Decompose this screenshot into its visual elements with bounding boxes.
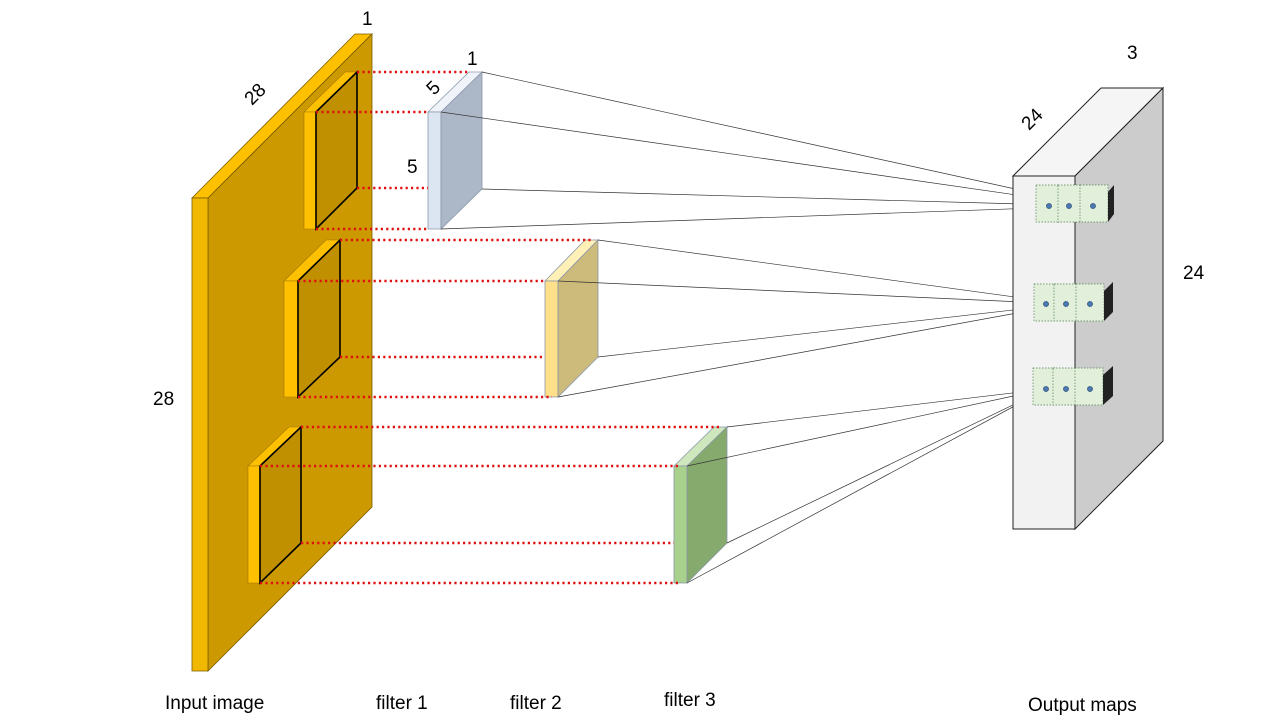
input-side-face bbox=[191, 197, 209, 672]
input-window-2-edge bbox=[283, 280, 299, 398]
input-window-1 bbox=[303, 70, 358, 231]
filter-1-side bbox=[427, 111, 442, 230]
input-window-3-edge bbox=[247, 465, 261, 584]
thin-3a bbox=[726, 388, 1047, 428]
output-cell-row-1 bbox=[1035, 184, 1114, 223]
filter-2-caption: filter 2 bbox=[510, 693, 562, 714]
red-connections bbox=[260, 70, 722, 585]
filter-3-side bbox=[673, 465, 688, 584]
output-maps-caption: Output maps bbox=[1028, 695, 1137, 716]
filter-1-height-label: 5 bbox=[407, 157, 418, 178]
output-dot bbox=[1087, 301, 1093, 307]
input-width-label: 28 bbox=[241, 80, 271, 110]
thin-1b bbox=[440, 111, 1094, 207]
output-dot bbox=[1087, 386, 1093, 392]
thin-2b bbox=[557, 280, 1067, 305]
thin-1a bbox=[481, 71, 1094, 207]
thin-connections bbox=[440, 71, 1094, 584]
filter-2-block bbox=[544, 239, 599, 398]
thin-1d bbox=[440, 205, 1094, 230]
thin-1c bbox=[481, 188, 1094, 207]
filter-1-depth-label: 1 bbox=[467, 49, 478, 70]
input-depth-label: 1 bbox=[362, 9, 373, 30]
filter-1-width-label: 5 bbox=[423, 77, 445, 99]
output-cell-dark-side bbox=[1104, 282, 1113, 321]
output-dot bbox=[1063, 386, 1069, 392]
filter-3-block bbox=[673, 426, 728, 584]
output-dot bbox=[1046, 203, 1052, 209]
input-height-label: 28 bbox=[153, 389, 174, 410]
output-cell-dark-side bbox=[1103, 366, 1113, 405]
output-cell-row-3 bbox=[1032, 366, 1113, 406]
output-cell bbox=[1035, 184, 1061, 223]
output-cells bbox=[1032, 184, 1114, 406]
thin-3d bbox=[686, 388, 1047, 584]
input-image-caption: Input image bbox=[165, 693, 264, 714]
filter-3-caption: filter 3 bbox=[664, 690, 716, 711]
input-window-2 bbox=[283, 238, 341, 399]
output-height-label: 24 bbox=[1183, 263, 1205, 284]
output-dot bbox=[1066, 203, 1072, 209]
output-depth-label: 3 bbox=[1127, 43, 1138, 64]
input-window-1-edge bbox=[303, 111, 317, 230]
filter-2-side bbox=[544, 280, 559, 398]
thin-2c bbox=[597, 303, 1067, 358]
output-cell-row-2 bbox=[1033, 282, 1113, 322]
output-dot bbox=[1090, 203, 1096, 209]
output-dot bbox=[1043, 301, 1049, 307]
output-front-face bbox=[1012, 175, 1076, 530]
output-cell bbox=[1032, 367, 1056, 406]
output-width-label: 24 bbox=[1018, 104, 1048, 134]
filter-1-caption: filter 1 bbox=[376, 693, 428, 714]
output-dot bbox=[1043, 386, 1049, 392]
filter-1-block bbox=[427, 71, 483, 230]
thin-2a bbox=[597, 239, 1067, 305]
thin-3b bbox=[686, 388, 1047, 467]
thin-3c bbox=[726, 388, 1047, 544]
output-dot bbox=[1063, 301, 1069, 307]
thin-2d bbox=[557, 303, 1067, 398]
output-cell-dark-side bbox=[1108, 185, 1114, 222]
